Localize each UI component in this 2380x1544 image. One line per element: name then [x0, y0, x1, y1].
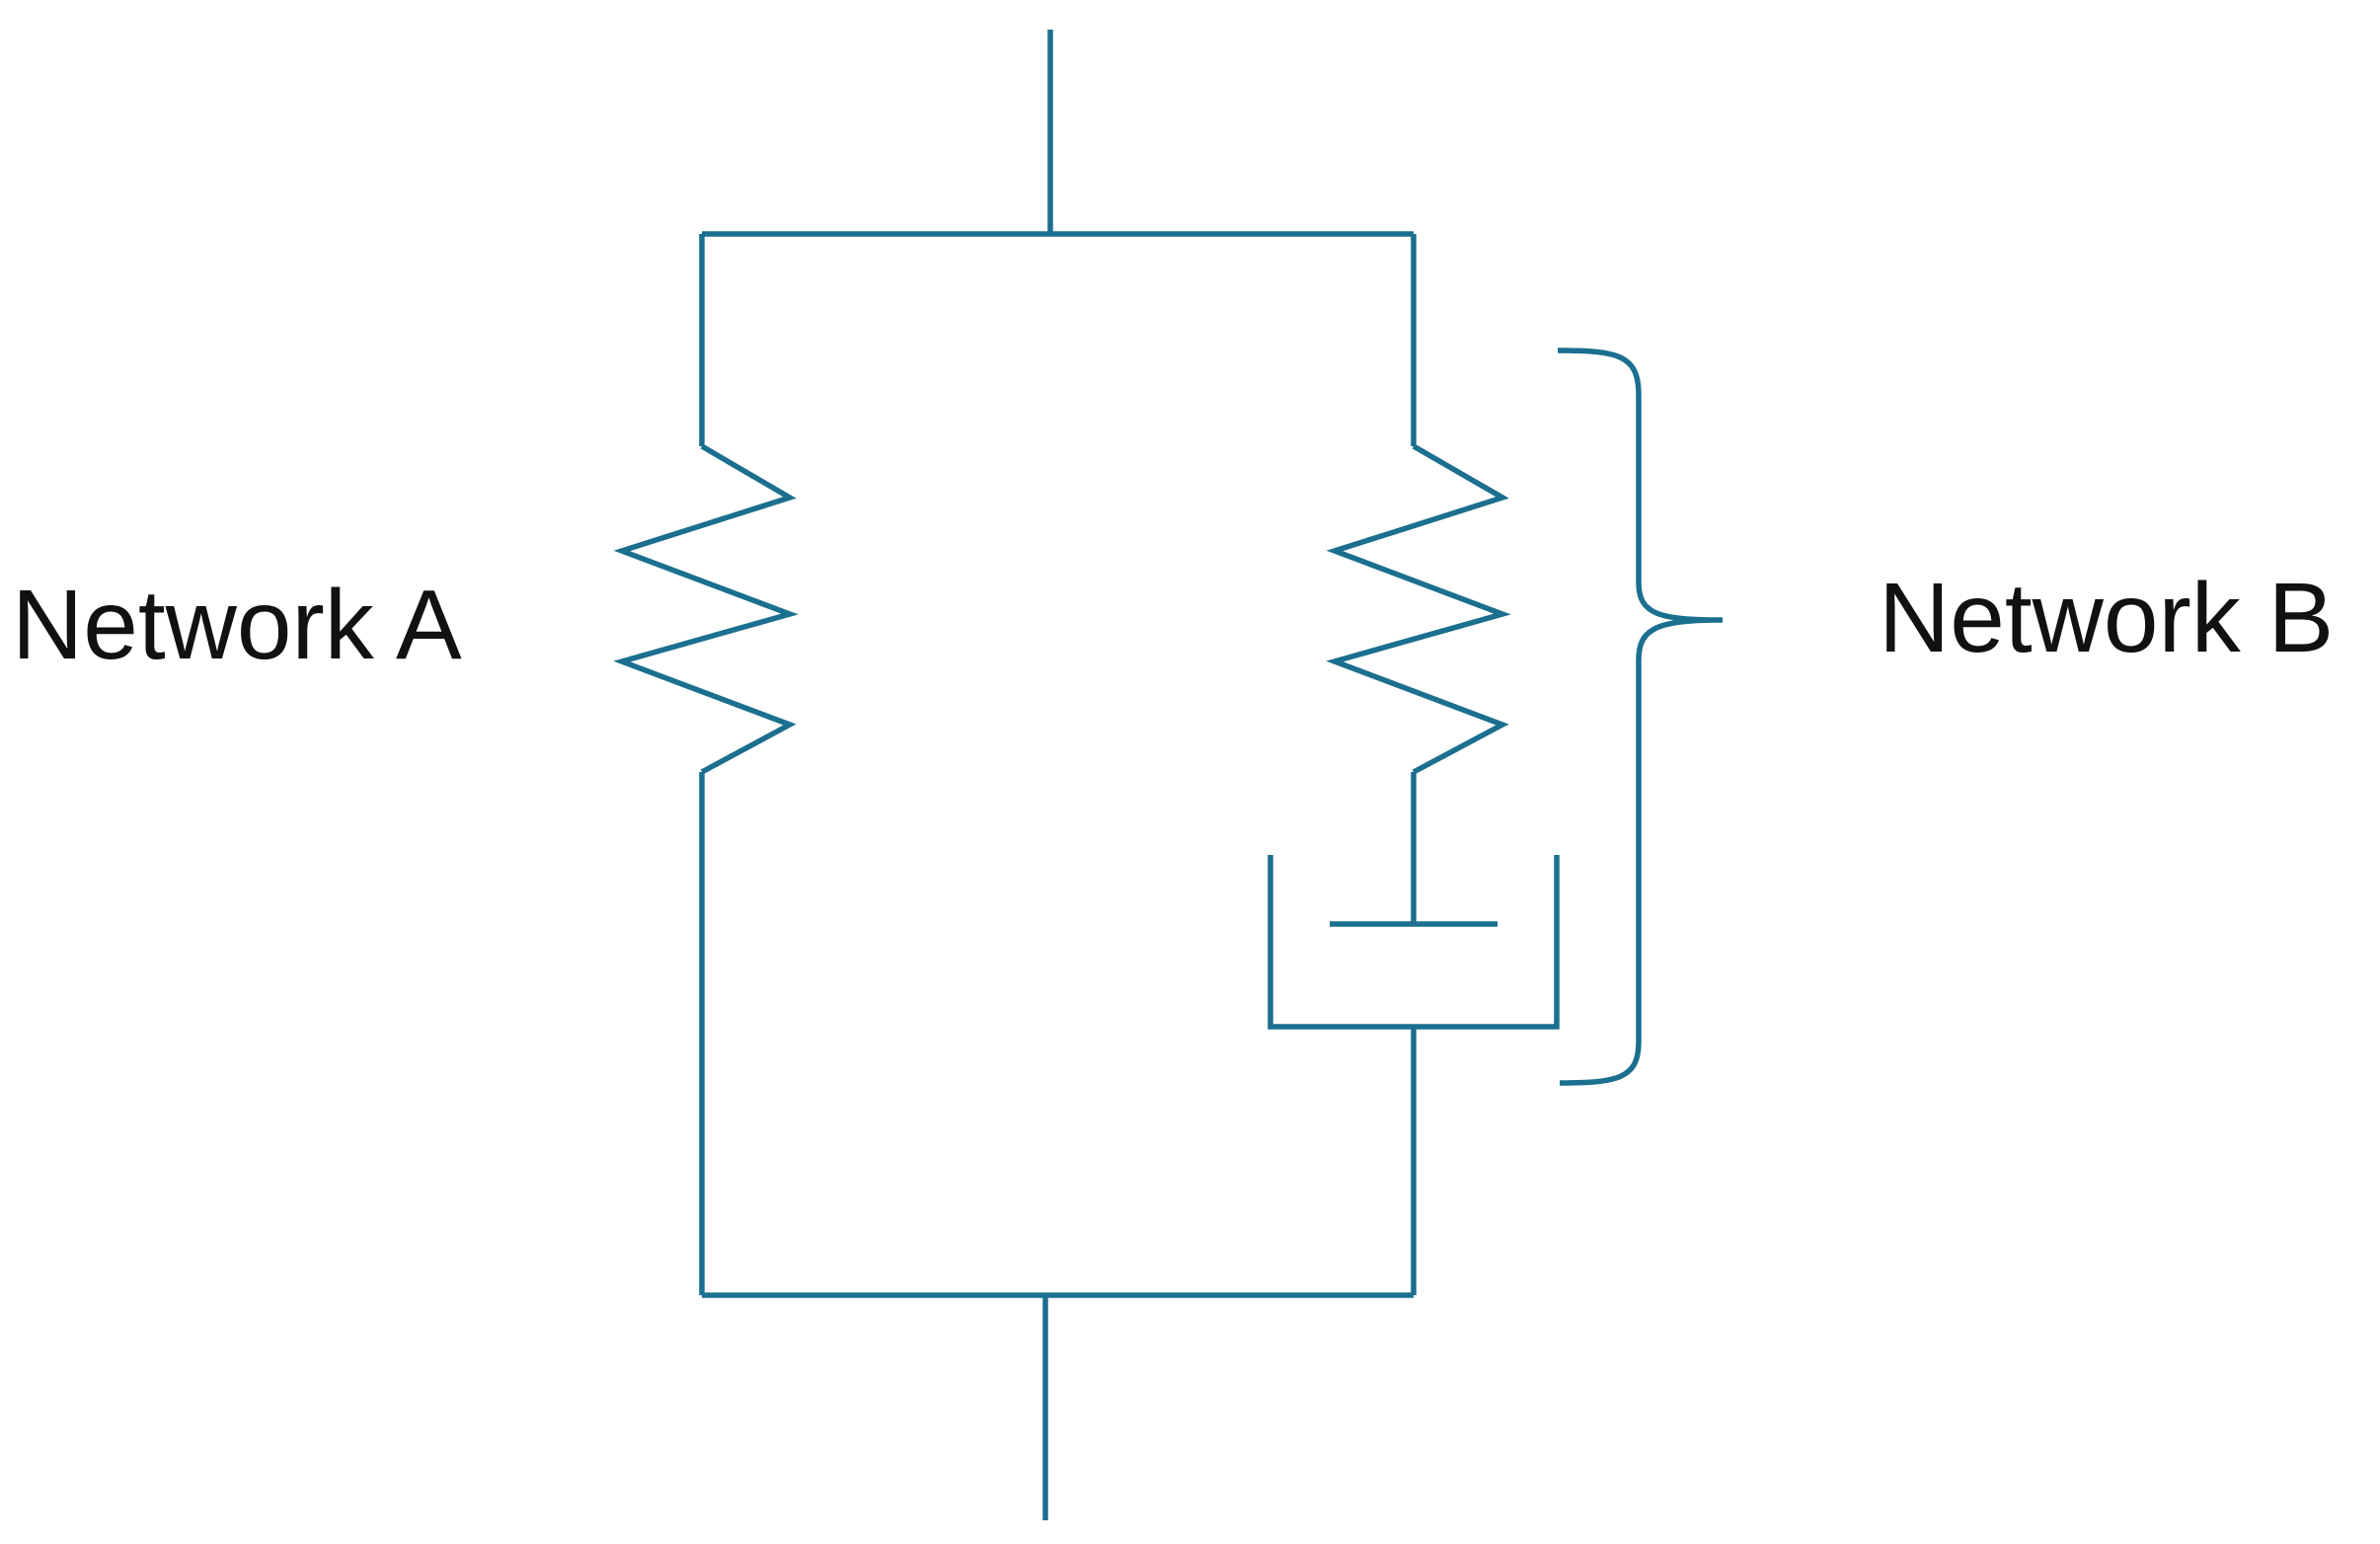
circuit-wires	[613, 30, 1724, 1520]
network-a-label: Network A	[12, 570, 462, 680]
network-a-spring	[613, 443, 799, 775]
network-b-label: Network B	[1879, 563, 2334, 673]
network-b-spring	[1326, 443, 1511, 775]
network-b-brace	[1557, 347, 1724, 1086]
